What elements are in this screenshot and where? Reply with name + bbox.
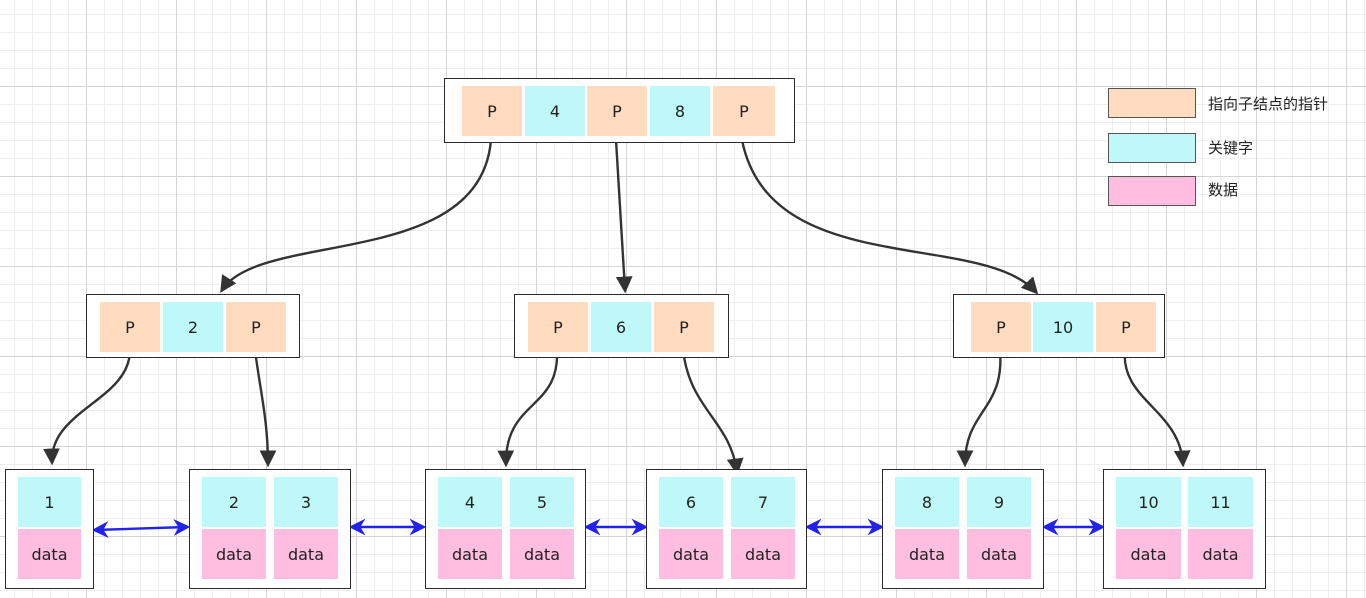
edge-node-10-to-leaf-10-11 [1123,349,1191,468]
edge-node-6-to-leaf-6-7 [681,349,744,476]
leaf-data: data [731,529,795,579]
leaf-key: 9 [967,477,1031,527]
root-pointer-3: P [713,86,775,136]
node-2-pointer-right: P [226,302,286,352]
internal-node-2: P 2 P [86,294,300,358]
leaf-data: data [1116,529,1181,579]
leaf-node-4-5: 4 5 data data [425,469,586,589]
edge-node-2-to-leaf-1 [43,349,132,466]
leaf-key: 4 [438,477,502,527]
leaf-data: data [1188,529,1253,579]
leaf-node-6-7: 6 7 data data [646,469,807,589]
leaf-key: 5 [510,477,574,527]
edge-node-2-to-leaf-2-3 [253,349,277,468]
legend-label-pointer: 指向子结点的指针 [1208,95,1329,113]
leaf-data: data [895,529,959,579]
root-pointer-2: P [587,86,647,136]
leaf-key: 3 [274,477,338,527]
internal-node-10: P 10 P [953,294,1165,358]
leaf-node-10-11: 10 11 data data [1103,469,1266,589]
node-10-key: 10 [1033,302,1093,352]
leaf-node-8-9: 8 9 data data [882,469,1044,589]
leaf-data: data [18,529,81,579]
leaf-data: data [510,529,574,579]
legend-swatch-pointer [1108,88,1196,118]
leaf-node-2-3: 2 3 data data [189,469,351,589]
root-key-8: 8 [650,86,710,136]
node-10-pointer-left: P [971,302,1031,352]
leaf-data: data [967,529,1031,579]
node-6-pointer-left: P [528,302,588,352]
leaf-node-1: 1 data [5,469,94,589]
leaf-data: data [202,529,266,579]
legend-label-data: 数据 [1208,181,1239,199]
node-6-key: 6 [591,302,651,352]
node-6-pointer-right: P [654,302,714,352]
edge-root-to-node-2 [220,139,493,293]
leaf-key: 2 [202,477,266,527]
internal-node-6: P 6 P [514,294,729,358]
leaf-key: 8 [895,477,959,527]
edge-root-to-node-10 [740,139,1039,295]
leaf-data: data [274,529,338,579]
leaf-data: data [438,529,502,579]
legend-label-key: 关键字 [1208,139,1254,157]
leaf-link-1 [91,519,191,538]
leaf-key: 10 [1116,477,1181,527]
node-2-key: 2 [163,302,223,352]
edge-node-6-to-leaf-4-5 [497,349,559,468]
leaf-key: 1 [18,477,81,527]
edge-node-10-to-leaf-8-9 [956,349,1002,468]
leaf-data: data [659,529,723,579]
legend-swatch-key [1108,133,1196,163]
leaf-key: 11 [1188,477,1253,527]
legend-swatch-data [1108,176,1196,206]
node-2-pointer-left: P [100,302,160,352]
root-key-4: 4 [525,86,585,136]
edge-root-to-node-6 [614,139,633,294]
leaf-key: 6 [659,477,723,527]
leaf-key: 7 [731,477,795,527]
root-pointer-1: P [462,86,522,136]
node-10-pointer-right: P [1096,302,1156,352]
root-node: P 4 P 8 P [444,78,795,143]
